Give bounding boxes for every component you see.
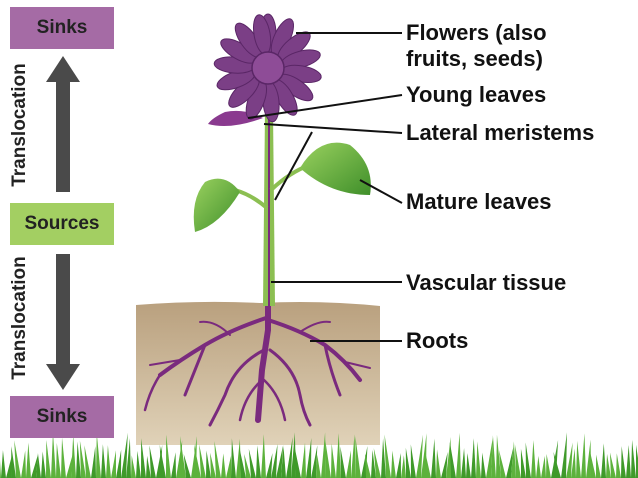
grass-strip xyxy=(0,432,638,478)
flowers-label: Flowers (also fruits, seeds) xyxy=(406,20,547,72)
mature-leaves-label: Mature leaves xyxy=(406,189,552,214)
sources-box: Sources xyxy=(10,203,114,245)
lateral-meristems-label: Lateral meristems xyxy=(406,120,595,145)
right-mature-leaf xyxy=(300,142,371,195)
roots-graphic xyxy=(143,297,371,427)
sinks-box-bottom: Sinks xyxy=(10,396,114,438)
flowers-label-line1: Flowers (also xyxy=(406,20,547,45)
flower-graphic xyxy=(213,13,322,123)
leader-lines xyxy=(247,32,403,342)
young-leaves-label: Young leaves xyxy=(406,82,547,107)
left-mature-leaf xyxy=(193,178,240,232)
lower-translocation-arrow xyxy=(46,254,80,390)
sinks-box-top: Sinks xyxy=(10,7,114,49)
upper-translocation-label: Translocation xyxy=(9,63,30,187)
vascular-tissue-label: Vascular tissue xyxy=(406,270,567,295)
roots-label: Roots xyxy=(406,328,469,353)
flowers-label-line2: fruits, seeds) xyxy=(406,46,543,71)
lower-translocation-label: Translocation xyxy=(9,256,30,380)
upper-translocation-arrow xyxy=(46,56,80,192)
soil-block xyxy=(136,301,380,445)
